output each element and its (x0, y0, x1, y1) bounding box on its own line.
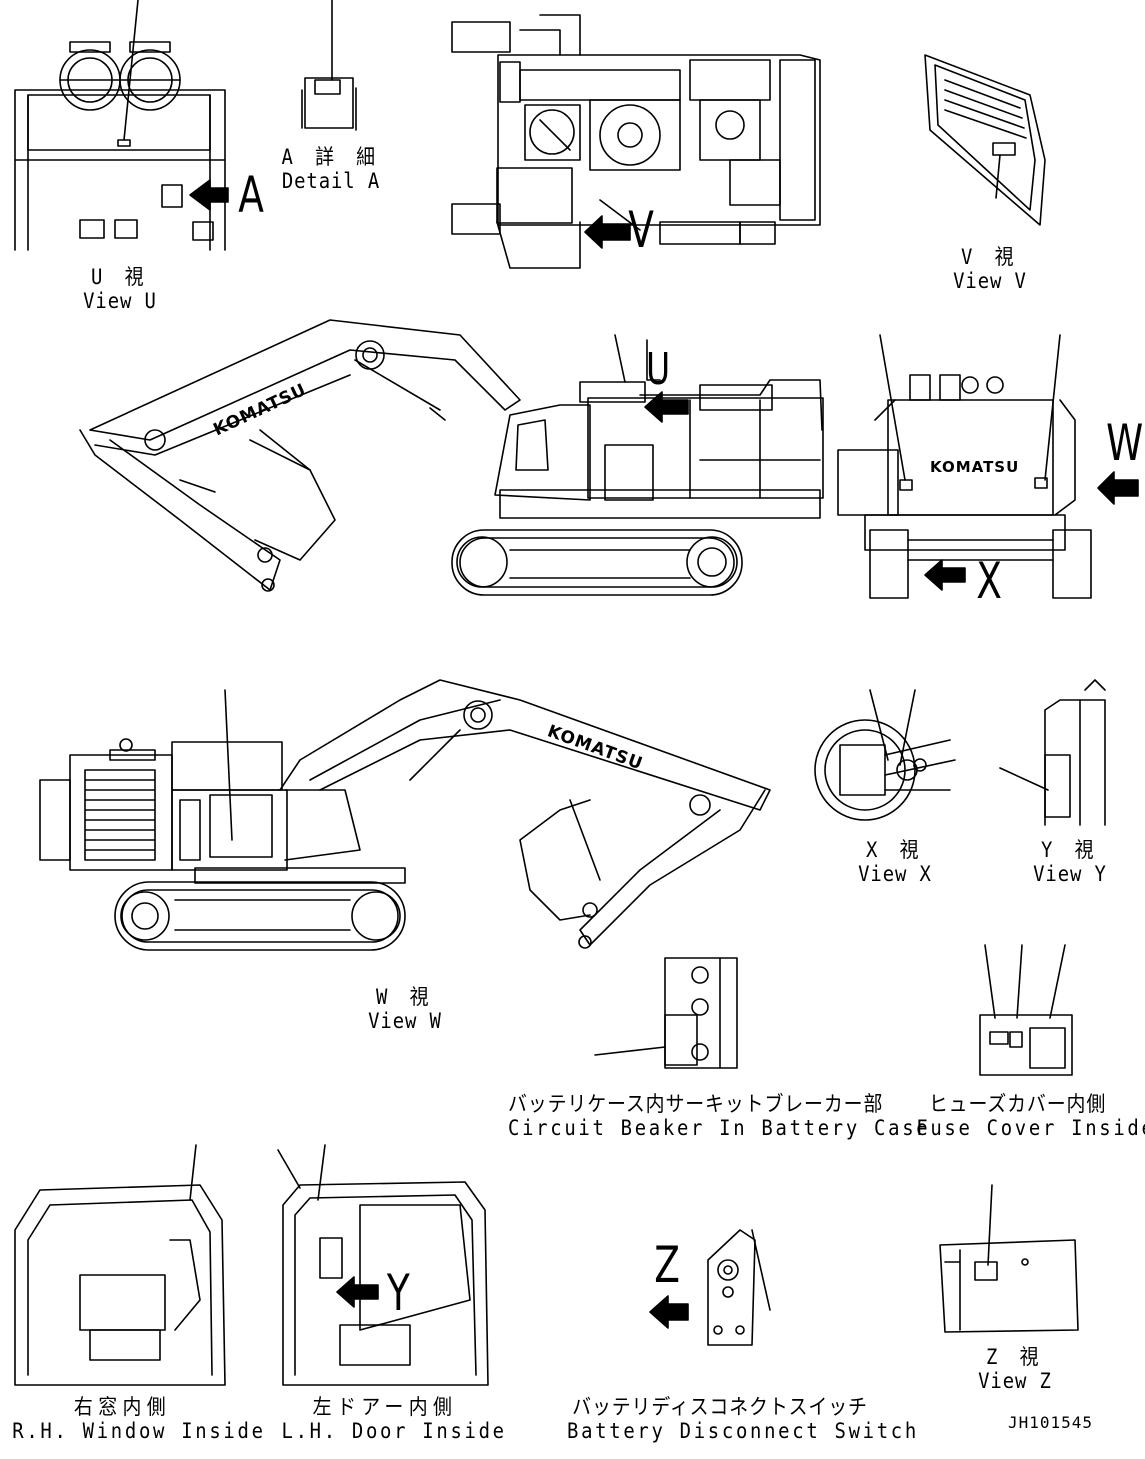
excavator-left-side-drawing (80, 320, 823, 595)
arrow-letter-x: X (976, 552, 1002, 610)
caption-fuse-cover-en: Fuse Cover Inside (916, 1116, 1145, 1140)
caption-rh-window-en: R.H. Window Inside (12, 1419, 266, 1443)
caption-circuit-breaker: バッテリケース内サーキットブレーカー部 Circuit Beaker In Ba… (508, 1092, 931, 1140)
caption-view-x: X 視 View X (850, 838, 940, 886)
caption-rh-window: 右窓内側 R.H. Window Inside (12, 1395, 266, 1443)
caption-detail-a-en: Detail A (281, 169, 381, 193)
caption-detail-a: A 詳 細 Detail A (282, 145, 381, 193)
drawing-code: JH101545 (1008, 1413, 1094, 1432)
caption-circuit-breaker-jp: バッテリケース内サーキットブレーカー部 (508, 1092, 884, 1116)
caption-battery-switch-jp: バッテリディスコネクトスイッチ (572, 1395, 868, 1419)
view-z-drawing (940, 1185, 1078, 1332)
caption-view-y: Y 視 View Y (1025, 838, 1115, 886)
brand-mark-rear: KOMATSU (930, 458, 1020, 476)
caption-battery-switch-en: Battery Disconnect Switch (567, 1419, 919, 1443)
caption-view-z: Z 視 View Z (970, 1345, 1060, 1393)
caption-lh-door-jp: 左ドアー内側 (312, 1395, 458, 1419)
view-u-drawing (15, 0, 228, 250)
caption-view-x-jp: X 視 (866, 838, 924, 862)
caption-view-x-en: View X (858, 862, 932, 886)
excavator-rear-view-drawing (838, 335, 1138, 598)
arrow-letter-u: U (646, 344, 671, 395)
circuit-breaker-drawing (595, 958, 737, 1068)
excavator-right-side-drawing (40, 680, 770, 950)
caption-battery-switch: バッテリディスコネクトスイッチ Battery Disconnect Switc… (567, 1395, 919, 1443)
caption-view-z-en: View Z (978, 1369, 1052, 1393)
caption-view-w: W 視 View W (360, 985, 450, 1033)
arrow-letter-v: V (628, 201, 654, 259)
caption-fuse-cover-jp: ヒューズカバー内側 (928, 1092, 1107, 1116)
view-y-drawing (1000, 680, 1105, 825)
caption-view-w-jp: W 視 (376, 985, 434, 1009)
caption-view-y-jp: Y 視 (1041, 838, 1099, 862)
battery-switch-drawing (650, 1230, 770, 1345)
lh-door-drawing (278, 1145, 488, 1385)
caption-view-v: V 視 View V (945, 245, 1035, 293)
caption-view-z-jp: Z 視 (986, 1345, 1044, 1369)
arrow-letter-a: A (238, 166, 264, 224)
caption-circuit-breaker-en: Circuit Beaker In Battery Case (508, 1116, 931, 1140)
caption-detail-a-jp: A 詳 細 (281, 145, 381, 169)
caption-view-u-en: View U (83, 289, 157, 313)
rh-window-drawing (15, 1145, 225, 1385)
caption-view-v-en: View V (953, 269, 1027, 293)
caption-fuse-cover: ヒューズカバー内側 Fuse Cover Inside (916, 1092, 1145, 1140)
detail-a-drawing (302, 0, 356, 130)
caption-view-w-en: View W (368, 1009, 442, 1033)
arrow-letter-z: Z (654, 1236, 680, 1294)
caption-view-v-jp: V 視 (961, 245, 1019, 269)
view-x-drawing (815, 690, 955, 820)
arrow-letter-y: Y (386, 1264, 410, 1322)
view-v-drawing (925, 55, 1045, 225)
caption-view-u-jp: U 視 (91, 265, 149, 289)
arrow-letter-w: W (1106, 414, 1144, 472)
caption-rh-window-jp: 右窓内側 (73, 1395, 172, 1419)
caption-lh-door: 左ドアー内側 L.H. Door Inside (281, 1395, 507, 1443)
fuse-cover-drawing (980, 945, 1072, 1075)
caption-lh-door-en: L.H. Door Inside (281, 1419, 507, 1443)
plan-view-drawing (452, 15, 820, 268)
caption-view-y-en: View Y (1033, 862, 1107, 886)
caption-view-u: U 視 View U (75, 265, 165, 313)
